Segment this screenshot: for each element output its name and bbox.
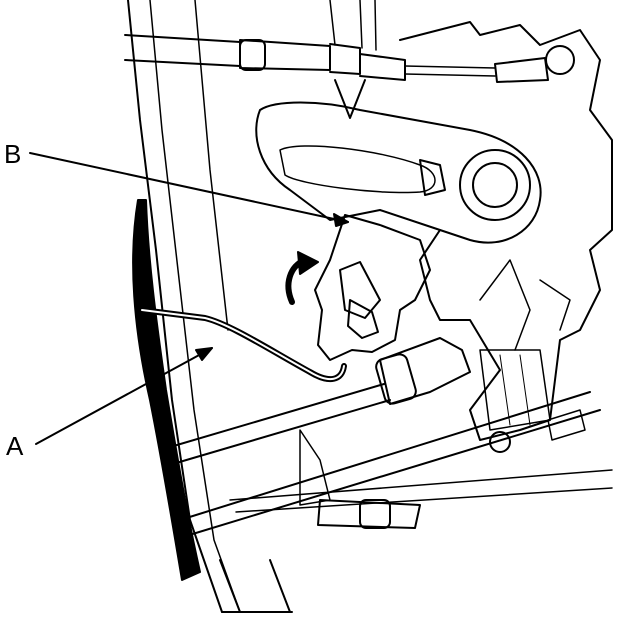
latch-body: [255, 21, 613, 441]
frame-panel: [127, 0, 293, 613]
upper-cable: [124, 0, 549, 119]
curved-arrow-icon: [285, 251, 319, 305]
leader-lines: [29, 152, 349, 445]
leader-line-b: [29, 152, 349, 223]
connecting-rod: [139, 307, 347, 383]
leader-line-a: [35, 347, 213, 445]
callout-label-b: B: [4, 139, 22, 169]
shield-flap: [132, 199, 201, 581]
release-lever: [314, 214, 431, 361]
lower-cables: [159, 337, 613, 537]
callout-label-a: A: [6, 431, 24, 461]
